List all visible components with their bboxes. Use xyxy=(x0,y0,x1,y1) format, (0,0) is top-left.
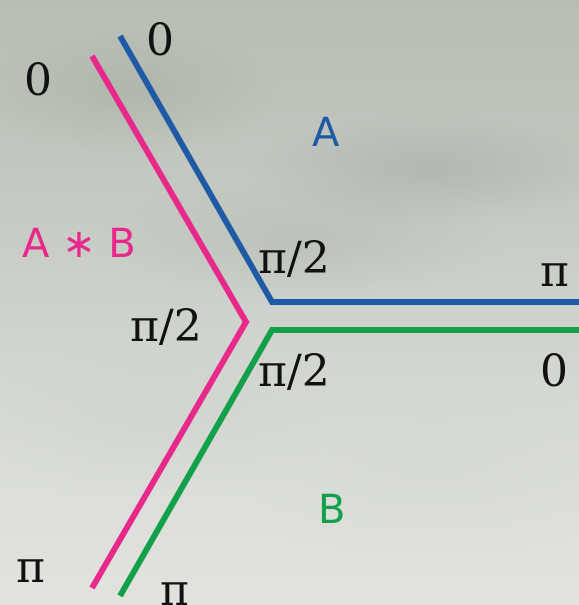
label-pink-top: 0 xyxy=(24,55,52,106)
line-a xyxy=(117,34,579,305)
label-green-bottom: π xyxy=(160,565,189,605)
label-pink-bottom: π xyxy=(16,542,45,593)
label-blue-corner: π/2 xyxy=(258,233,330,284)
label-green-corner: π/2 xyxy=(258,346,330,397)
label-blue-top: 0 xyxy=(146,15,174,66)
line-b xyxy=(117,327,579,598)
label-line-b: B xyxy=(318,487,345,533)
label-line-a-times-b: A ∗ B xyxy=(22,221,136,267)
label-pink-corner: π/2 xyxy=(130,301,202,352)
label-blue-right: π xyxy=(540,246,569,297)
label-green-right: 0 xyxy=(540,346,568,397)
label-line-a: A xyxy=(312,110,340,156)
line-a-times-b xyxy=(89,54,250,590)
